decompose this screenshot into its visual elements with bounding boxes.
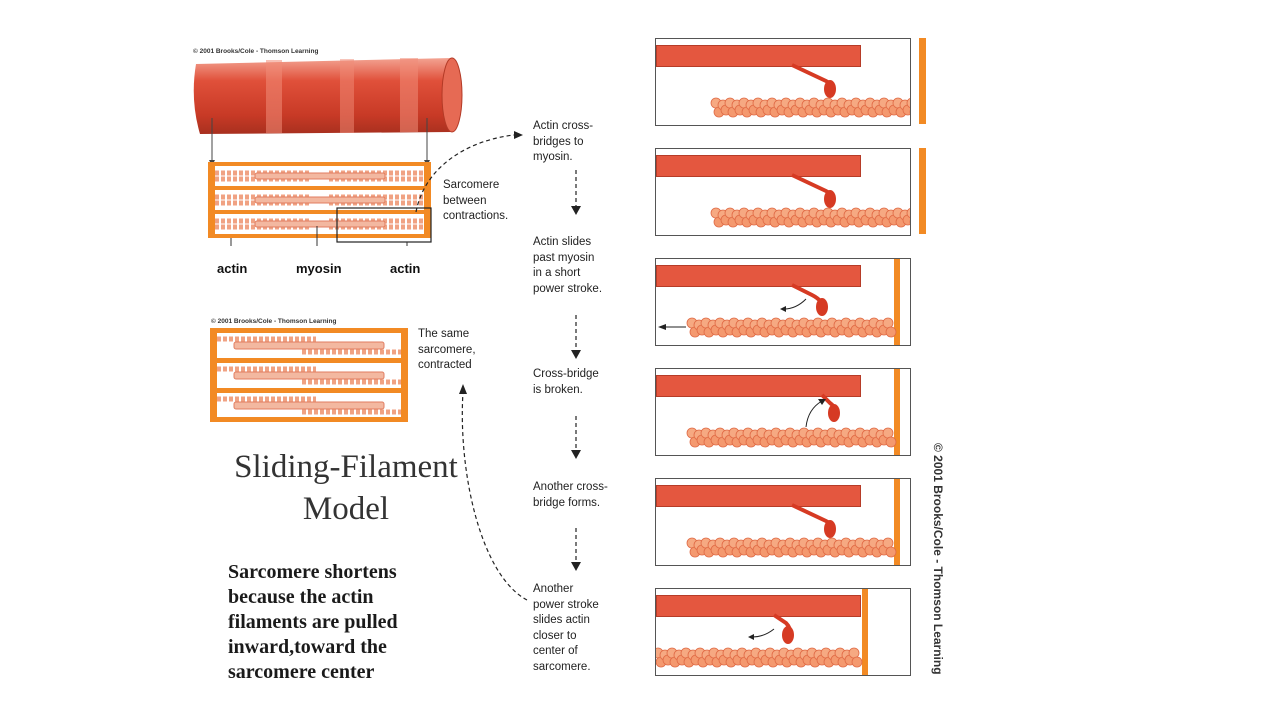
step-2-panel [655, 148, 911, 236]
myosin-label: myosin [296, 261, 342, 276]
step-5-caption: Another power stroke slides actin closer… [533, 583, 599, 673]
actin-bead [885, 546, 897, 558]
step-1-panel [655, 38, 911, 126]
diagram-title: Sliding-Filament Model [234, 449, 458, 527]
muscle-fiber-illustration [193, 57, 463, 134]
actin-bead [882, 427, 894, 439]
actin-bead [851, 656, 863, 668]
actin-bead [882, 317, 894, 329]
step-flow-arrows [571, 170, 581, 571]
copyright-vertical: © 2001 Brooks/Cole - Thomson Learning [931, 443, 945, 675]
myosin-filament [656, 375, 861, 397]
actin-label-right: actin [390, 261, 421, 276]
step-5-panel-forms [655, 478, 911, 566]
actin-bead [882, 537, 894, 549]
relaxed-sarcomere-diagram [208, 162, 432, 246]
step-2-caption: Actin slides past myosin in a short powe… [533, 236, 603, 295]
cross-bridge-broken-actin [686, 393, 897, 448]
actin-bead [885, 436, 897, 448]
second-power-stroke-actin [656, 613, 863, 668]
cross-bridge-actin [710, 173, 910, 228]
copyright-top: © 2001 Brooks/Cole - Thomson Learning [193, 48, 319, 55]
contracted-sarcomere-label: The same sarcomere, contracted [418, 328, 476, 371]
step-3-panel [655, 258, 911, 346]
sarcomere-between-contractions-label: Sarcomere between contractions. [443, 179, 509, 222]
actin-label-left: actin [217, 261, 248, 276]
copyright-mid: © 2001 Brooks/Cole - Thomson Learning [211, 318, 337, 325]
myosin-filament [656, 485, 861, 507]
step-6-panel [655, 588, 911, 676]
actin-bead [906, 97, 910, 109]
myosin-filament [656, 595, 861, 617]
power-stroke-actin [658, 283, 897, 338]
myosin-filament [656, 265, 861, 287]
cross-bridge-actin [710, 63, 910, 118]
z-line-2 [919, 148, 926, 234]
contracted-sarcomere-diagram [210, 328, 408, 422]
step-1-caption: Actin cross- bridges to myosin. [533, 120, 594, 163]
actin-bead [906, 207, 910, 219]
step-4-panel [655, 368, 911, 456]
myosin-filament [656, 45, 861, 67]
explanation-text: Sarcomere shortens because the actin fil… [228, 561, 398, 683]
step-3-caption: Cross-bridge is broken. [533, 368, 599, 396]
actin-bead [848, 647, 860, 659]
new-cross-bridge-actin [686, 503, 897, 558]
actin-bead [885, 326, 897, 338]
z-line-1 [919, 38, 926, 124]
step-4-caption: Another cross- bridge forms. [533, 481, 608, 509]
myosin-filament [656, 155, 861, 177]
